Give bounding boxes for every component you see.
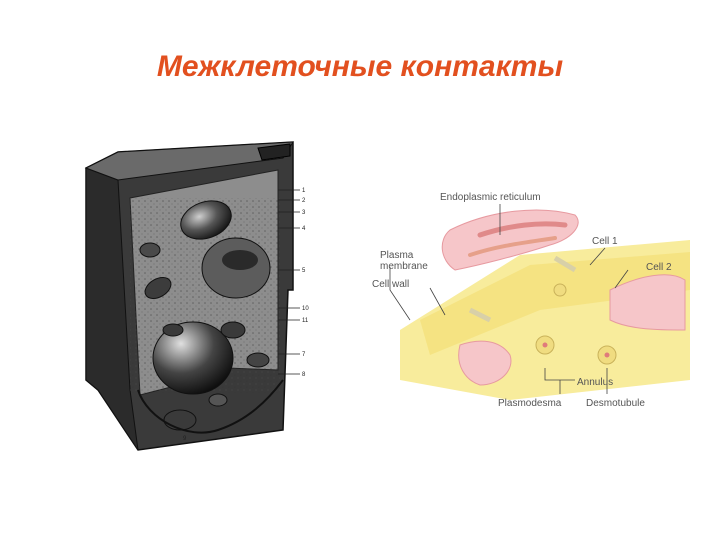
label-cell-2: Cell 2	[646, 262, 672, 273]
cell-label-7: 7	[302, 352, 306, 358]
label-plasma-membrane-line2: membrane	[380, 261, 428, 272]
label-plasma-membrane-line1: Plasma	[380, 250, 414, 261]
cell-label-2: 2	[302, 198, 306, 204]
slide-title: Межклеточные контакты	[156, 50, 564, 83]
cell-label-9: 9	[183, 436, 187, 442]
label-annulus: Annulus	[577, 377, 613, 388]
label-desmotubule: Desmotubule	[586, 398, 645, 409]
cell-label-4: 4	[302, 226, 306, 232]
cell-label-5: 5	[302, 268, 306, 274]
cell-label-8: 8	[302, 372, 306, 378]
cell-label-3: 3	[302, 210, 306, 216]
label-plasmodesma: Plasmodesma	[498, 398, 562, 409]
cell-label-11: 11	[302, 318, 309, 324]
plant-cell-illustration: 1 2 3 4 5 10 11 7 8 9	[78, 140, 328, 460]
label-endoplasmic-reticulum: Endoplasmic reticulum	[440, 192, 541, 203]
label-cell-wall: Cell wall	[372, 279, 409, 290]
cell-label-1: 1	[302, 188, 306, 194]
plasmodesma-diagram: Endoplasmic reticulum Plasma membrane Ce…	[360, 180, 690, 420]
label-cell-1: Cell 1	[592, 236, 618, 247]
cell-label-10: 10	[302, 306, 309, 312]
